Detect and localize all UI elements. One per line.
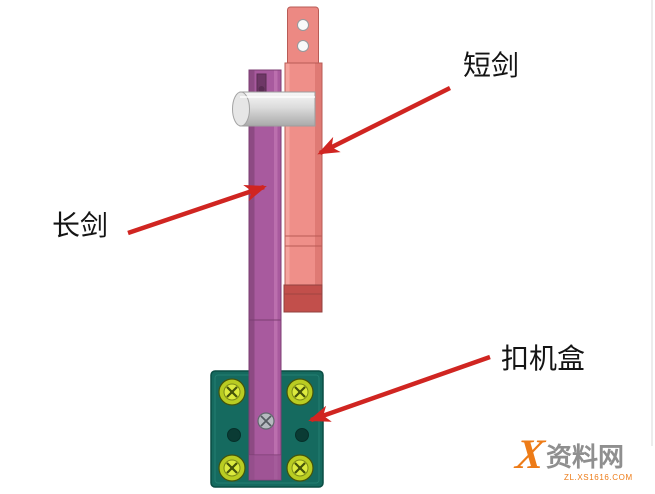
watermark-domain: ZL.XS1616.COM xyxy=(564,473,633,482)
arrow-to-trigger-box xyxy=(308,354,491,423)
watermark-logo-icon: X xyxy=(513,432,547,478)
center-screw-icon xyxy=(257,412,275,430)
label-long-sword: 长剑 xyxy=(52,211,109,242)
right-edge-line xyxy=(651,0,653,446)
pivot-pin xyxy=(232,91,316,127)
long-sword-part xyxy=(248,69,282,481)
callout-arrows xyxy=(127,85,491,423)
label-short-sword: 短剑 xyxy=(463,51,520,82)
screw-icon xyxy=(285,453,315,483)
screw-icon xyxy=(217,377,247,407)
arrow-to-long-sword xyxy=(127,184,267,236)
hole-icon xyxy=(297,19,309,31)
watermark-row: X 资料网 xyxy=(513,432,655,478)
screw-icon xyxy=(217,453,247,483)
hole-icon xyxy=(227,428,241,442)
watermark: X 资料网 ZL.XS1616.COM xyxy=(513,432,655,482)
short-sword-part xyxy=(283,6,323,313)
watermark-site-name: 资料网 xyxy=(546,442,625,472)
arrow-to-short-sword xyxy=(317,85,452,156)
screw-icon xyxy=(285,377,315,407)
pin-hole-icon xyxy=(258,86,265,92)
hole-icon xyxy=(297,40,309,52)
hole-icon xyxy=(295,428,309,442)
label-trigger-box: 扣机盒 xyxy=(501,344,586,375)
